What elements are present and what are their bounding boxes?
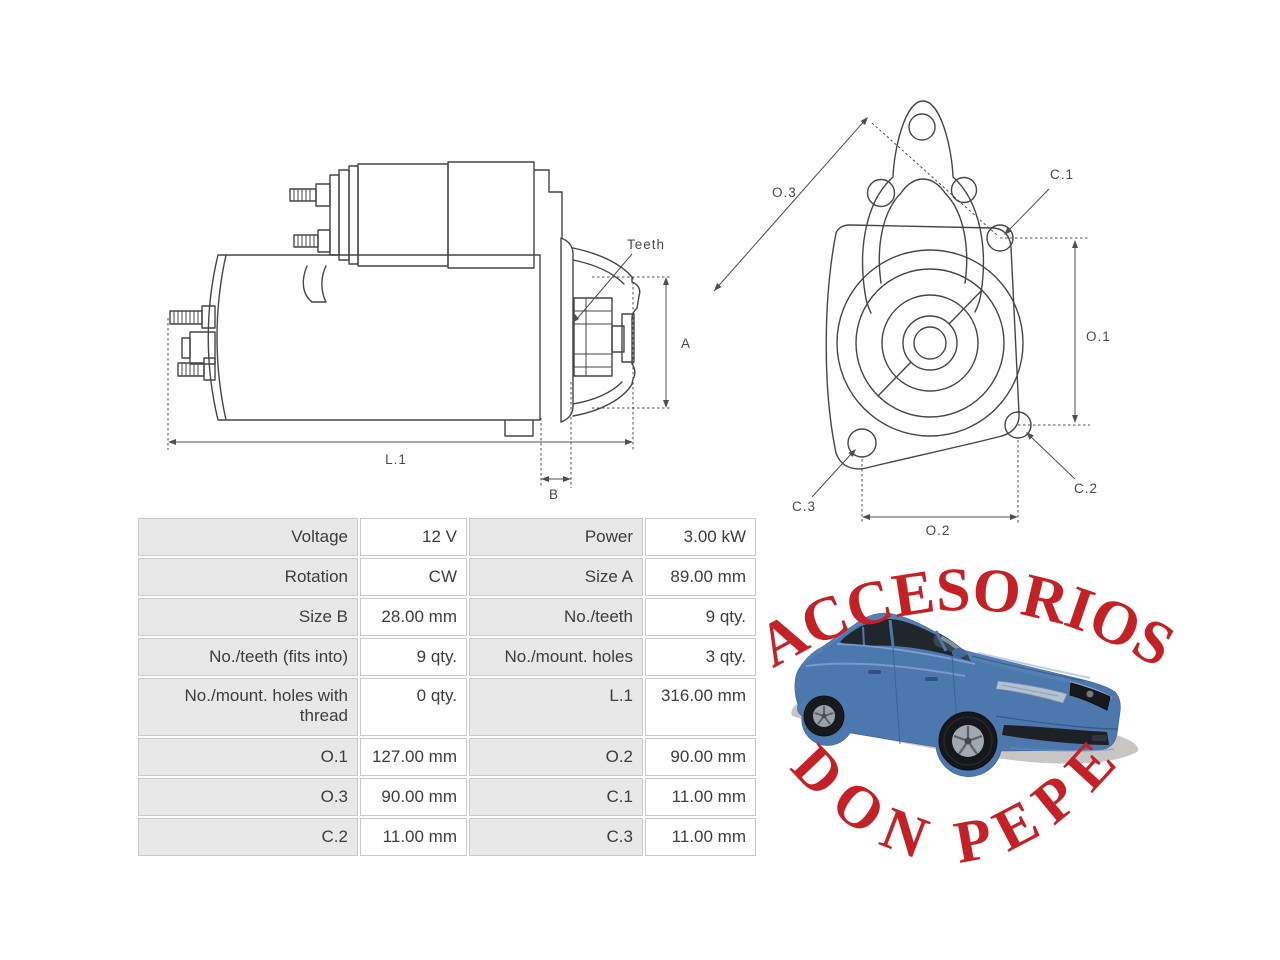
dim-label-a: A	[681, 336, 691, 351]
spec-label: No./teeth	[469, 598, 643, 636]
car-photo	[791, 612, 1139, 777]
spec-table: Voltage 12 V Power 3.00 kW Rotation CW S…	[136, 516, 758, 858]
spec-value: 11.00 mm	[360, 818, 467, 856]
dim-label-c2: C.2	[1074, 481, 1098, 496]
spec-label: O.1	[138, 738, 358, 776]
spec-label: Rotation	[138, 558, 358, 596]
spec-label: Voltage	[138, 518, 358, 556]
table-row: O.1 127.00 mm O.2 90.00 mm	[138, 738, 756, 776]
spec-label: Power	[469, 518, 643, 556]
spec-value: 127.00 mm	[360, 738, 467, 776]
dim-label-l1: L.1	[385, 452, 407, 467]
dim-label-o1: O.1	[1086, 329, 1111, 344]
table-row: No./teeth (fits into) 9 qty. No./mount. …	[138, 638, 756, 676]
spec-label: Size A	[469, 558, 643, 596]
table-row: O.3 90.00 mm C.1 11.00 mm	[138, 778, 756, 816]
spec-value: 90.00 mm	[360, 778, 467, 816]
spec-value: 9 qty.	[360, 638, 467, 676]
side-view-drawing	[169, 161, 641, 437]
spec-label: O.2	[469, 738, 643, 776]
spec-value: 90.00 mm	[645, 738, 756, 776]
spec-value: 9 qty.	[645, 598, 756, 636]
brand-watermark: ACCESORIOS DON PEPE	[747, 555, 1185, 876]
spec-label: C.2	[138, 818, 358, 856]
spec-label: No./teeth (fits into)	[138, 638, 358, 676]
table-row: Voltage 12 V Power 3.00 kW	[138, 518, 756, 556]
spec-value: 11.00 mm	[645, 818, 756, 856]
spec-value: 11.00 mm	[645, 778, 756, 816]
spec-value: 0 qty.	[360, 678, 467, 736]
front-view-drawing	[825, 100, 1032, 470]
dim-label-c1: C.1	[1050, 167, 1074, 182]
dim-label-b: B	[549, 487, 559, 502]
dim-label-c3: C.3	[792, 499, 816, 514]
spec-label: C.1	[469, 778, 643, 816]
spec-value: 89.00 mm	[645, 558, 756, 596]
starter-side-view-diagram: A L.1 B Teeth	[167, 161, 691, 502]
side-view-dimensions	[167, 253, 672, 488]
spec-value: CW	[360, 558, 467, 596]
spec-label: Size B	[138, 598, 358, 636]
spec-label: O.3	[138, 778, 358, 816]
table-row: Size B 28.00 mm No./teeth 9 qty.	[138, 598, 756, 636]
spec-value: 28.00 mm	[360, 598, 467, 636]
spec-label: L.1	[469, 678, 643, 736]
table-row: Rotation CW Size A 89.00 mm	[138, 558, 756, 596]
table-row: C.2 11.00 mm C.3 11.00 mm	[138, 818, 756, 856]
teeth-label: Teeth	[627, 237, 665, 252]
spec-value: 3 qty.	[645, 638, 756, 676]
spec-label: C.3	[469, 818, 643, 856]
spec-value: 12 V	[360, 518, 467, 556]
spec-label: No./mount. holes with thread	[138, 678, 358, 736]
spec-value: 316.00 mm	[645, 678, 756, 736]
starter-front-view-diagram: O.3 C.1 O.1 C.2 C.3 O.2	[713, 100, 1111, 538]
table-row: No./mount. holes with thread 0 qty. L.1 …	[138, 678, 756, 736]
spec-label: No./mount. holes	[469, 638, 643, 676]
dim-label-o2: O.2	[926, 523, 951, 538]
dim-label-o3: O.3	[772, 185, 797, 200]
spec-value: 3.00 kW	[645, 518, 756, 556]
front-view-dimensions	[713, 117, 1090, 523]
